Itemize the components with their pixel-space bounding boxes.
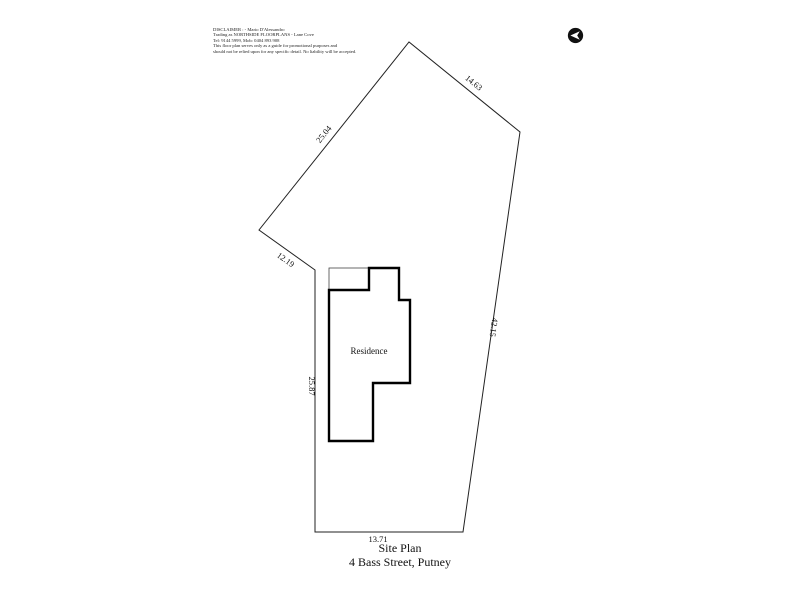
disclaimer-line: This floor plan serves only as a guide f…	[213, 43, 338, 49]
residence-label: Residence	[351, 346, 388, 356]
property-address: 4 Bass Street, Putney	[349, 555, 451, 569]
dimension-left-short-edge: 12.19	[275, 250, 296, 269]
plan-title: Site Plan	[378, 541, 422, 555]
disclaimer-block: DISCLAIMER : - Mario D'Alessandro Tradin…	[213, 27, 413, 54]
dimension-top-right-edge: 14.63	[463, 73, 484, 93]
disclaimer-line: Trading as NORTHSIDE FLOORPLANS - Lane C…	[213, 32, 314, 38]
disclaimer-line: Tel: 9144 5999, Mob: 0404 893 908	[213, 37, 280, 43]
residence-footprint	[327, 266, 412, 443]
dimension-top-left-edge: 25.04	[314, 123, 334, 145]
dimension-bottom-edge: 13.71	[368, 534, 387, 544]
dimension-right-edge: 42.15	[488, 317, 501, 337]
disclaimer-line: should not be relied upon for any specif…	[213, 48, 357, 54]
north-arrow-icon	[567, 27, 584, 44]
lot-boundary	[258, 41, 521, 533]
outbuilding-outline	[328, 267, 370, 291]
disclaimer-line: DISCLAIMER : - Mario D'Alessandro	[213, 27, 285, 32]
dimension-left-edge: 25.87	[307, 376, 317, 395]
